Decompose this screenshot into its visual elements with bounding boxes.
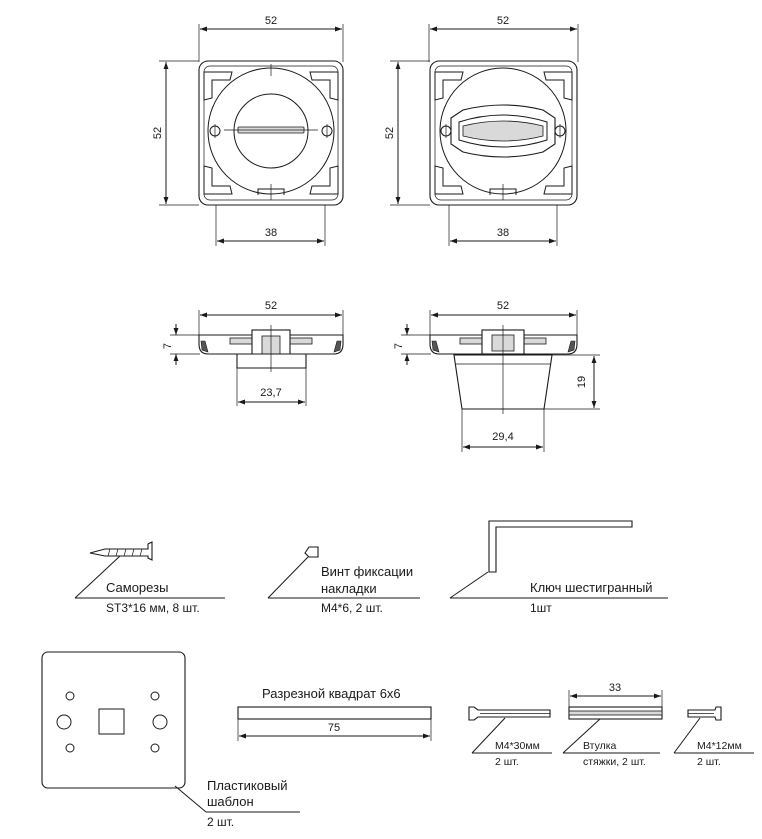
template-spec: 2 шт.: [207, 815, 234, 829]
square-rod-icon: [237, 706, 432, 720]
fix-screw-name-1: Винт фиксации: [321, 564, 413, 579]
sleeve-part: 33 Втулка стяжки, 2 шт.: [562, 682, 663, 768]
depth-label: 19: [576, 376, 588, 388]
bolt-m4x12-spec: 2 шт.: [697, 756, 721, 768]
height-label: 7: [393, 343, 405, 349]
bolt-m4x12-part: М4*12мм 2 шт.: [673, 706, 754, 768]
height-label: 52: [152, 127, 164, 139]
fix-screw-name-2: накладки: [321, 581, 377, 596]
hex-key-part: Ключ шестигранный 1шт: [449, 520, 668, 615]
bolt-m4x30-name: М4*30мм: [495, 740, 540, 752]
screw-icon: [89, 541, 153, 561]
bolt-m4x30-spec: 2 шт.: [495, 756, 519, 768]
square-rod-name: Разрезной квадрат 6х6: [262, 686, 401, 701]
screws-part: Саморезы ST3*16 мм, 8 шт.: [74, 541, 225, 615]
hex-key-spec: 1шт: [530, 601, 552, 615]
side-view-right: 52 7 19 29,4: [393, 300, 600, 452]
fix-screw-spec: М4*6, 2 шт.: [321, 601, 383, 615]
knob-circle: [233, 93, 309, 169]
side-view-left: 52 7 23,7: [162, 300, 344, 406]
width-label: 52: [497, 15, 509, 27]
inner-label: 38: [497, 227, 509, 239]
front-view-left: 52 52 38: [152, 15, 344, 246]
template-part: Пластиковый шаблон 2 шт.: [41, 651, 300, 829]
height-label: 52: [384, 127, 396, 139]
template-sheet: [41, 651, 186, 789]
width-label: 52: [497, 300, 509, 312]
bolt-m4x30-part: М4*30мм 2 шт.: [468, 706, 552, 768]
screws-spec: ST3*16 мм, 8 шт.: [106, 601, 200, 615]
sleeve-length: 33: [609, 682, 621, 694]
bottom-label: 29,4: [492, 431, 513, 443]
screws-name: Саморезы: [106, 580, 168, 595]
template-name-2: шаблон: [207, 794, 254, 809]
width-label: 52: [265, 300, 277, 312]
template-name-1: Пластиковый: [207, 778, 287, 793]
bottom-label: 23,7: [260, 387, 281, 399]
square-rod-length: 75: [328, 722, 340, 734]
height-label: 7: [162, 343, 174, 349]
square-rod-part: Разрезной квадрат 6х6 75: [237, 686, 432, 741]
sleeve-name: Втулка: [583, 740, 617, 752]
bolt-m4x12-name: М4*12мм: [697, 740, 742, 752]
inner-label: 38: [265, 227, 277, 239]
width-label: 52: [265, 15, 277, 27]
hex-key-name: Ключ шестигранный: [530, 580, 653, 595]
sleeve-spec: стяжки, 2 шт.: [583, 756, 646, 768]
front-view-right: 52 52 38: [384, 15, 579, 246]
fix-screw-part: Винт фиксации накладки М4*6, 2 шт.: [267, 546, 420, 615]
hex-key-icon: [488, 520, 633, 573]
small-screw-icon: [304, 546, 319, 558]
